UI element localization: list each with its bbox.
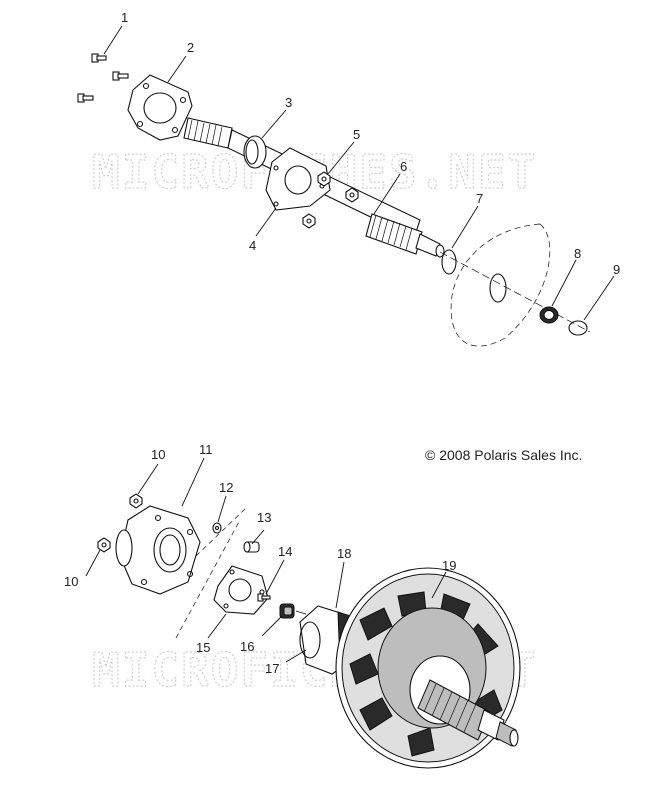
bushing [539, 306, 559, 324]
washer-icon [212, 522, 222, 534]
callout-18: 18 [337, 546, 351, 561]
callout-13: 13 [257, 510, 271, 525]
snap-ring [441, 249, 457, 275]
retaining-ring [568, 320, 588, 336]
callout-6: 6 [400, 159, 407, 174]
gasket-plate [213, 565, 269, 615]
upper-assembly [77, 53, 591, 347]
lower-assembly [97, 493, 521, 769]
callout-3: 3 [285, 95, 292, 110]
sheave-disc [450, 223, 551, 347]
callout-2: 2 [187, 40, 194, 55]
screw-icon [257, 593, 271, 602]
bolt-icon [77, 93, 94, 103]
callout-11: 11 [199, 442, 213, 457]
callout-14: 14 [278, 544, 292, 559]
callout-16: 16 [240, 639, 254, 654]
bolt-icon [112, 71, 129, 81]
nut-icon [97, 537, 111, 553]
callout-9: 9 [613, 262, 620, 277]
bolt-icon [91, 53, 107, 63]
callout-7: 7 [476, 191, 483, 206]
nut-icon [129, 493, 143, 509]
pin-icon [243, 541, 260, 553]
driven-clutch [335, 567, 521, 769]
bearing-housing [115, 505, 201, 595]
nut-icon [317, 171, 331, 187]
callout-4: 4 [249, 238, 256, 253]
callout-8: 8 [574, 246, 581, 261]
nut-icon [345, 187, 359, 203]
bearing-mount-plate [265, 147, 331, 211]
callout-17: 17 [265, 661, 279, 676]
bearing-flange-plate [127, 74, 193, 141]
callout-1: 1 [121, 10, 128, 25]
callout-12: 12 [219, 480, 233, 495]
nut-icon [302, 213, 316, 229]
callout-5: 5 [353, 127, 360, 142]
callout-10-bottom: 10 [64, 574, 78, 589]
callout-15: 15 [196, 640, 210, 655]
copyright-notice: © 2008 Polaris Sales Inc. [425, 447, 582, 463]
pinion-gear [279, 603, 307, 619]
callout-10-top: 10 [151, 447, 165, 462]
callout-19: 19 [442, 558, 456, 573]
